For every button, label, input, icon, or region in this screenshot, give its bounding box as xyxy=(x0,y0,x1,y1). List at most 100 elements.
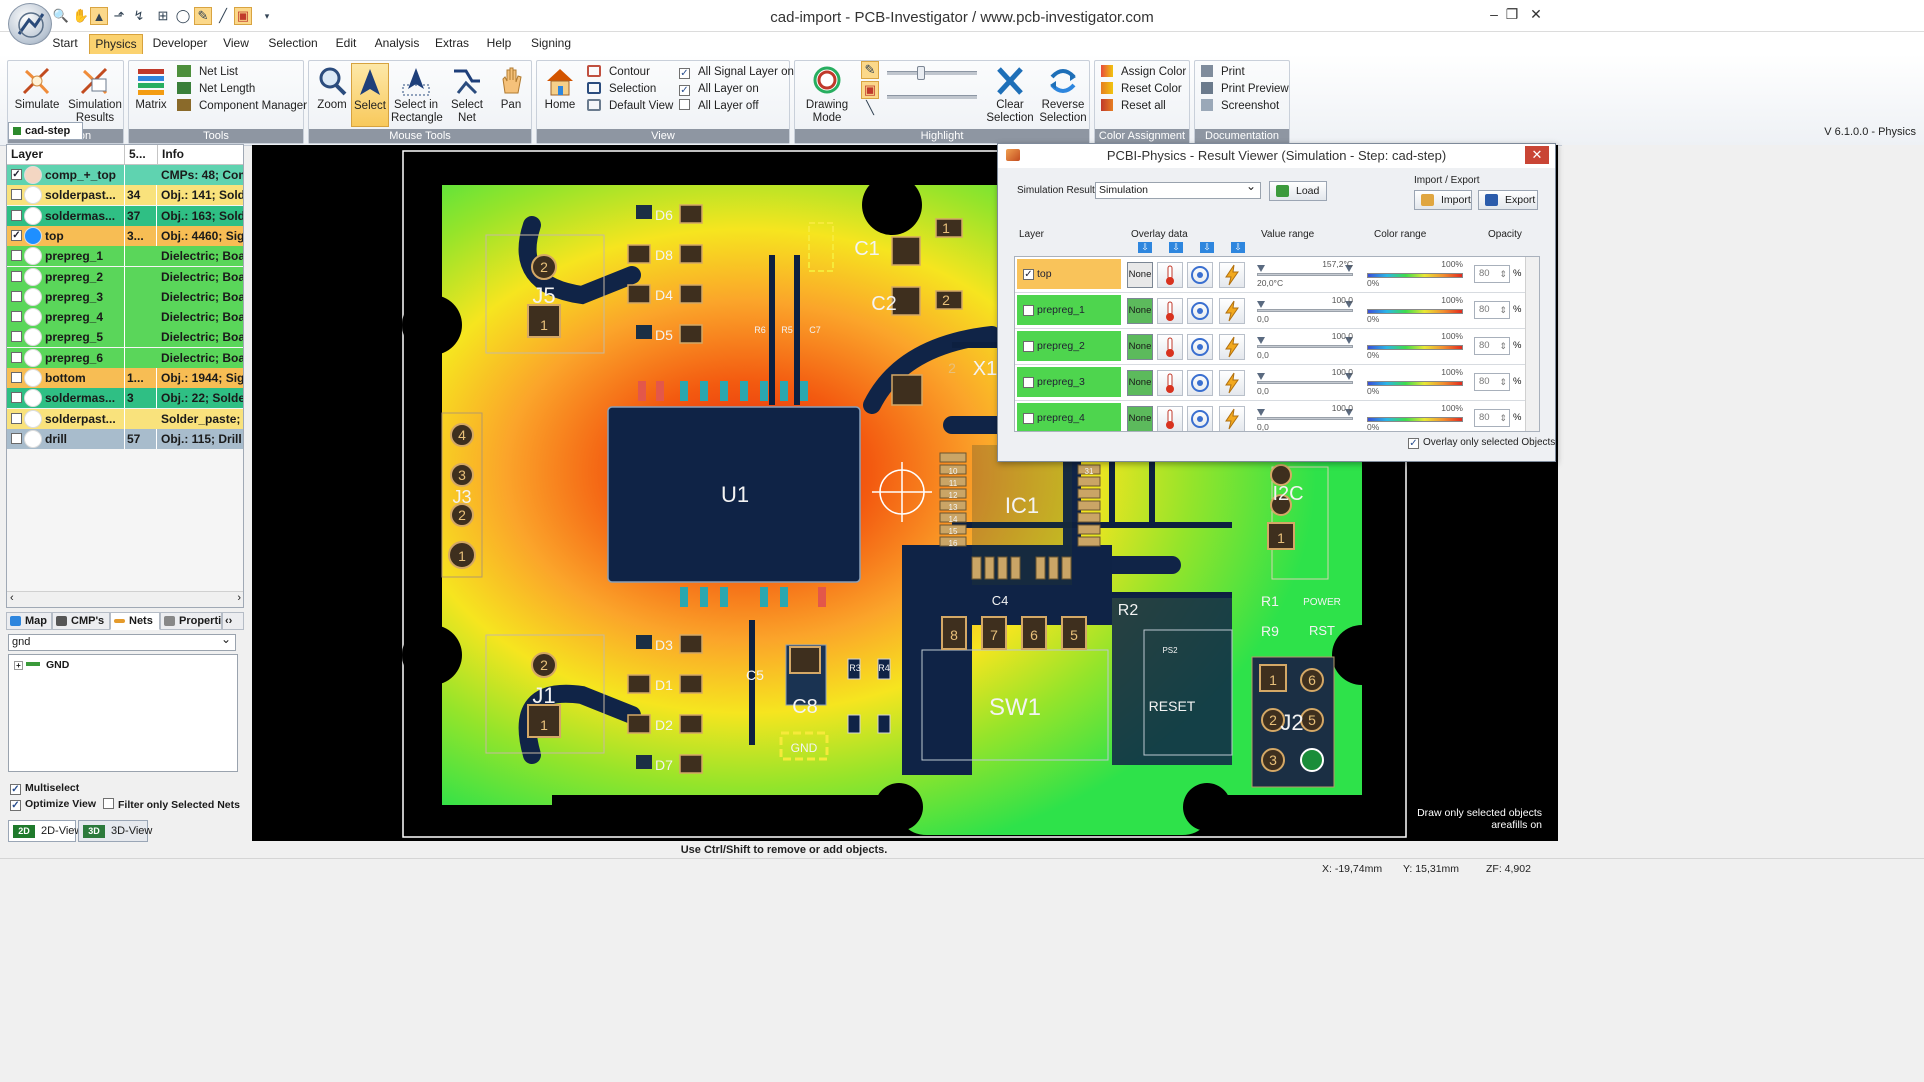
overlay-none-button[interactable]: None xyxy=(1127,370,1153,396)
default-view-button[interactable]: Default View xyxy=(587,98,673,115)
overlay-none-button[interactable]: None xyxy=(1127,262,1153,288)
component-label[interactable]: POWER xyxy=(1303,597,1341,608)
component-label[interactable]: D6 xyxy=(655,207,673,223)
component-label[interactable]: C2 xyxy=(871,293,897,315)
layer-color-dot[interactable] xyxy=(24,247,42,266)
expand-icon[interactable]: + xyxy=(14,661,23,670)
document-tab[interactable]: cad-step xyxy=(8,122,83,140)
filter-selected-nets-checkbox[interactable] xyxy=(103,798,114,809)
all-layer-off-checkbox[interactable] xyxy=(679,99,690,110)
zoom-button[interactable]: Zoom xyxy=(313,63,351,127)
overlay-only-selected-checkbox[interactable]: ✓ xyxy=(1408,438,1419,449)
result-layer-checkbox[interactable]: ✓ xyxy=(1023,269,1034,280)
assign-color-button[interactable]: Assign Color xyxy=(1101,64,1186,81)
component-label[interactable]: D1 xyxy=(655,677,673,693)
layer-color-dot[interactable] xyxy=(24,389,42,408)
component-label[interactable]: C4 xyxy=(992,593,1009,608)
result-viewer-close-button[interactable]: ✕ xyxy=(1525,146,1549,164)
component-label[interactable]: RESET xyxy=(1149,698,1196,714)
component-label[interactable]: R9 xyxy=(1261,623,1279,639)
reset-color-button[interactable]: Reset Color xyxy=(1101,81,1182,98)
opacity-stepper[interactable]: 80 xyxy=(1474,373,1510,391)
home-button[interactable]: Home xyxy=(541,63,579,127)
component-label[interactable]: D7 xyxy=(655,757,673,773)
result-layer-name[interactable]: prepreg_2 xyxy=(1017,331,1121,361)
overlay-down-arrow-3-icon[interactable]: ⇩ xyxy=(1200,242,1214,253)
component-label[interactable]: R1 xyxy=(1261,593,1279,609)
tab-edit[interactable]: Edit xyxy=(335,36,357,50)
matrix-button[interactable]: Matrix xyxy=(133,63,169,127)
layer-color-dot[interactable] xyxy=(24,429,42,448)
layer-visibility-checkbox[interactable] xyxy=(11,250,22,262)
multiselect-option[interactable]: ✓Multiselect xyxy=(10,782,79,795)
zoom-quick-icon[interactable]: 🔍 xyxy=(52,8,70,23)
net-list-button[interactable]: Net List xyxy=(177,64,238,81)
pan-button[interactable]: Pan xyxy=(493,63,529,127)
result-layer-name[interactable]: prepreg_4 xyxy=(1017,403,1121,431)
component-label[interactable]: D3 xyxy=(655,637,673,653)
simulation-results-button[interactable]: Simulation Results xyxy=(66,63,124,127)
tab-scroll-arrows[interactable]: ‹› xyxy=(222,612,244,630)
component-label[interactable]: C8 xyxy=(792,696,818,718)
all-layer-on-toggle[interactable]: ✓All Layer on xyxy=(679,81,759,98)
result-layer-checkbox[interactable] xyxy=(1023,341,1034,352)
multiselect-checkbox[interactable]: ✓ xyxy=(10,784,21,795)
component-label[interactable]: J1 xyxy=(532,683,555,708)
component-label[interactable]: R5 xyxy=(781,325,793,335)
all-signal-layer-on-checkbox[interactable]: ✓ xyxy=(679,68,690,79)
layer-color-dot[interactable] xyxy=(24,166,42,184)
layer-visibility-checkbox[interactable] xyxy=(11,209,22,221)
highlight-slider-2[interactable] xyxy=(887,95,977,99)
layer-visibility-checkbox[interactable] xyxy=(11,189,22,201)
result-layer-checkbox[interactable] xyxy=(1023,377,1034,388)
thermometer-icon[interactable] xyxy=(1157,334,1183,360)
select-button[interactable]: Select xyxy=(351,63,389,127)
layer-hscrollbar[interactable]: ‹ › xyxy=(7,591,243,607)
net-tree-item[interactable]: +GND xyxy=(14,659,69,671)
select-quick-icon[interactable]: ▲ xyxy=(90,7,108,25)
measure-quick-icon[interactable]: ⊞ xyxy=(157,8,169,23)
component-label[interactable]: RST xyxy=(1309,623,1335,638)
app-logo[interactable] xyxy=(8,3,52,45)
drawing-mode-button[interactable]: Drawing Mode xyxy=(801,63,853,127)
print-button[interactable]: Print xyxy=(1201,64,1245,81)
current-density-icon[interactable] xyxy=(1187,334,1213,360)
select-net-button[interactable]: Select Net xyxy=(445,63,489,127)
component-manager-button[interactable]: Component Manager xyxy=(177,98,307,115)
layer-visibility-checkbox[interactable]: ✓ xyxy=(11,169,22,180)
component-label[interactable]: D8 xyxy=(655,247,673,263)
highlight-line-icon[interactable]: ╲ xyxy=(866,100,874,115)
print-preview-button[interactable]: Print Preview xyxy=(1201,81,1289,98)
overlay-down-arrow-4-icon[interactable]: ⇩ xyxy=(1231,242,1245,253)
component-label[interactable]: J5 xyxy=(532,283,555,308)
current-density-icon[interactable] xyxy=(1187,406,1213,431)
reset-all-button[interactable]: Reset all xyxy=(1101,98,1166,115)
thermometer-icon[interactable] xyxy=(1157,298,1183,324)
result-list-scrollbar[interactable] xyxy=(1525,257,1539,431)
tab-selection[interactable]: Selection xyxy=(268,36,318,50)
thermometer-icon[interactable] xyxy=(1157,406,1183,431)
result-layer-name[interactable]: ✓top xyxy=(1017,259,1121,289)
tab-signing[interactable]: Signing xyxy=(530,36,572,50)
export-button[interactable]: Export xyxy=(1478,190,1538,210)
layer-visibility-checkbox[interactable] xyxy=(11,392,22,404)
tab-nets[interactable]: Nets xyxy=(110,612,160,630)
component-label[interactable]: IC1 xyxy=(1005,493,1039,518)
thermometer-icon[interactable] xyxy=(1157,262,1183,288)
tab-properties[interactable]: Properti xyxy=(160,612,222,630)
highlight-slider-1[interactable] xyxy=(887,66,977,80)
